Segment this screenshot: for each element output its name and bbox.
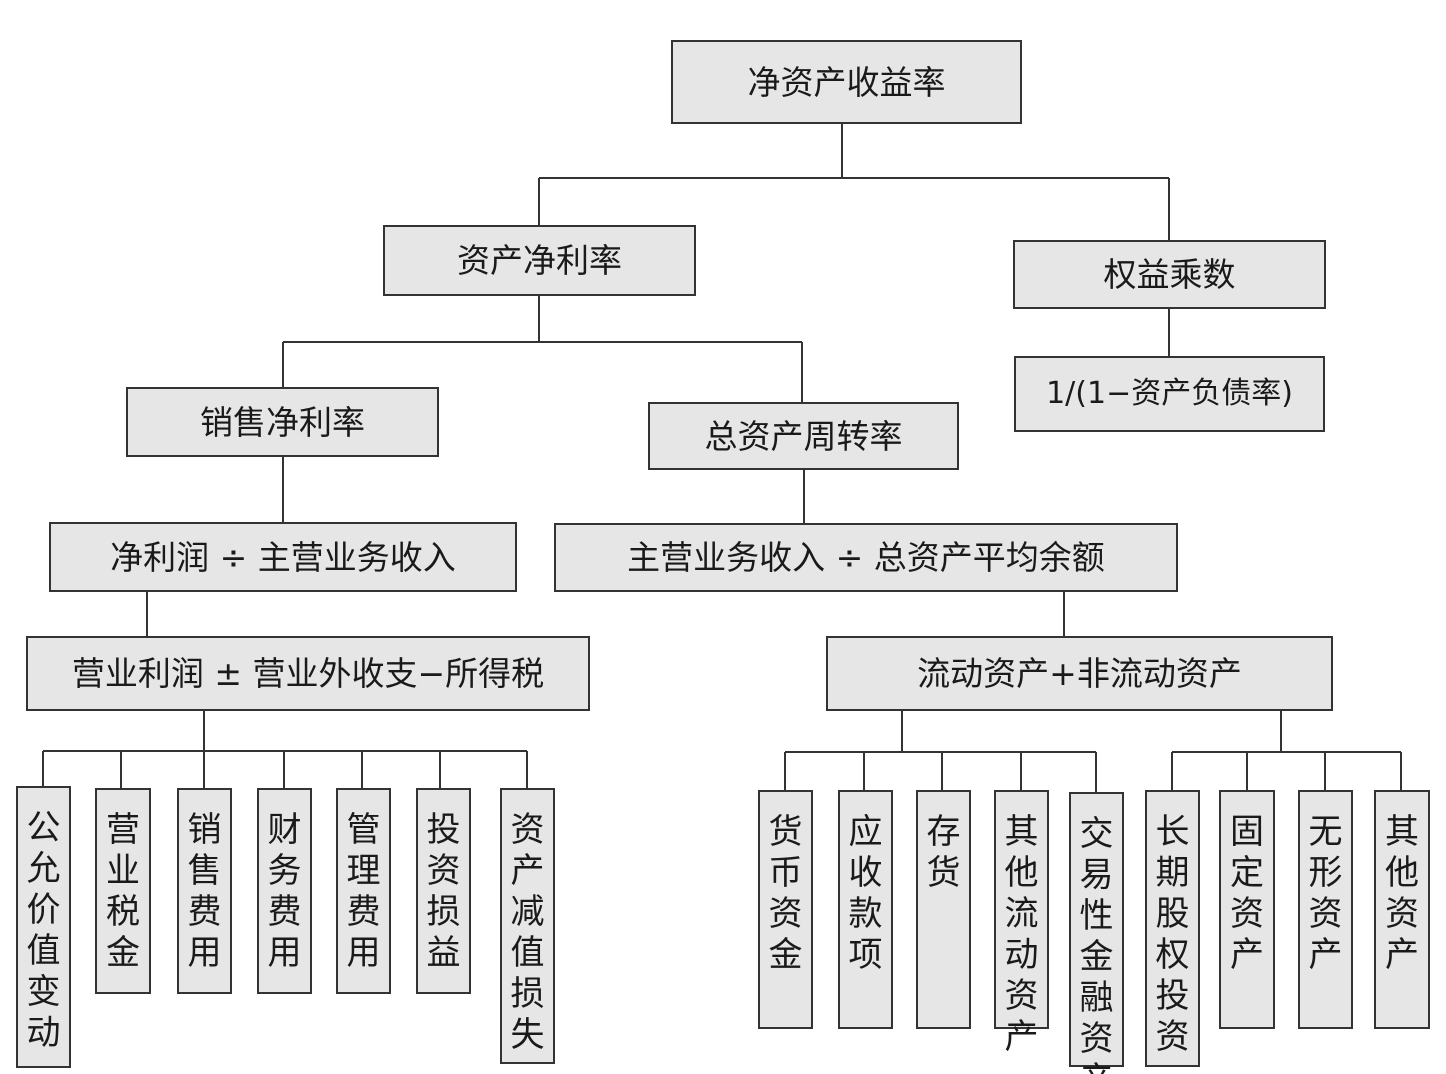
node-equity-multiplier: 权益乘数 xyxy=(1013,240,1326,309)
leaf-fixed-assets: 固定资产 xyxy=(1219,790,1275,1029)
leaf-other-assets: 其他资产 xyxy=(1374,790,1430,1029)
leaf-long-term-equity-investment: 长期股权投资 xyxy=(1145,790,1200,1067)
leaf-business-tax: 营业税金 xyxy=(95,788,151,994)
node-net-profit-formula: 净利润 ÷ 主营业务收入 xyxy=(49,522,517,592)
node-net-profit-breakdown: 营业利润 ± 营业外收支−所得税 xyxy=(26,636,590,711)
node-equity-multiplier-formula: 1/(1−资产负债率) xyxy=(1014,356,1325,432)
leaf-admin-expenses: 管理费用 xyxy=(336,788,391,994)
node-total-asset-turnover: 总资产周转率 xyxy=(648,402,959,470)
leaf-receivables: 应收款项 xyxy=(838,790,893,1029)
leaf-inventory: 存 货 xyxy=(916,790,971,1029)
leaf-fair-value-change: 公允价值变动 xyxy=(16,786,71,1068)
leaf-selling-expenses: 销售费用 xyxy=(177,788,232,994)
leaf-cash: 货币资金 xyxy=(758,790,813,1029)
node-net-profit-margin: 销售净利率 xyxy=(126,387,439,457)
leaf-intangible-assets: 无形资产 xyxy=(1298,790,1353,1029)
leaf-financial-expenses: 财务费用 xyxy=(257,788,312,994)
node-total-assets-breakdown: 流动资产+非流动资产 xyxy=(826,636,1333,711)
node-turnover-formula: 主营业务收入 ÷ 总资产平均余额 xyxy=(554,523,1178,592)
node-roe: 净资产收益率 xyxy=(671,40,1022,124)
leaf-asset-impairment: 资产减值损失 xyxy=(500,788,555,1064)
node-roa: 资产净利率 xyxy=(383,225,696,296)
leaf-investment-income: 投资损益 xyxy=(416,788,471,994)
leaf-other-current-assets: 其他流动资产 xyxy=(994,790,1049,1057)
leaf-trading-financial-assets: 交易性金融资产 xyxy=(1069,792,1124,1074)
